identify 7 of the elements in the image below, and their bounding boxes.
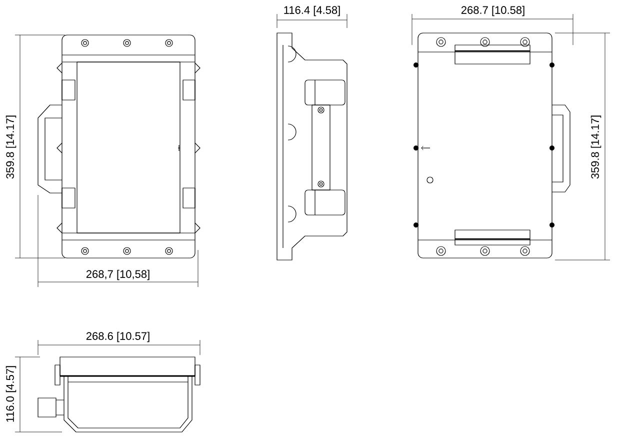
dimension-label: 116.4 [4.58] bbox=[284, 6, 340, 16]
dimension-label: 268,7 [10,58] bbox=[86, 270, 150, 280]
dimension-label: 359.8 [14.17] bbox=[590, 116, 602, 179]
dimension-label: 268.6 [10.57] bbox=[86, 332, 150, 342]
dimension-label: 359.8 [14.17] bbox=[6, 116, 16, 179]
dimension-label: 268.7 [10.58] bbox=[461, 6, 524, 16]
dimension-label: 116.0 [4.57] bbox=[6, 366, 16, 422]
